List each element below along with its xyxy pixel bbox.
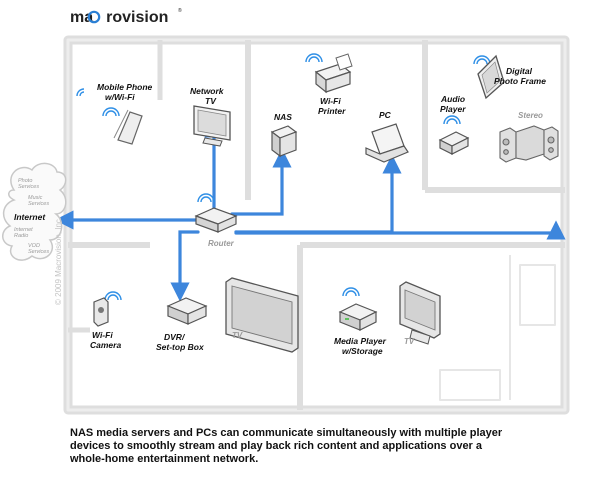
arrow-dvr bbox=[170, 230, 200, 302]
svg-text:Mobile Phone: Mobile Phone bbox=[97, 82, 153, 92]
stereo-device: Stereo bbox=[499, 111, 559, 163]
svg-text:Services: Services bbox=[28, 201, 49, 207]
media-player-device: Media Player w/Storage bbox=[334, 287, 387, 356]
svg-text:VOD: VOD bbox=[28, 243, 40, 249]
svg-text:Music: Music bbox=[28, 195, 43, 201]
caption-line: devices to smoothly stream and play back… bbox=[70, 440, 483, 452]
audio-player-icon bbox=[438, 131, 470, 155]
network-tv-device: Network TV bbox=[190, 86, 231, 147]
svg-text:Player: Player bbox=[440, 104, 466, 114]
logo-o-ring-icon bbox=[87, 10, 101, 24]
pc-device: PC bbox=[365, 110, 409, 163]
mobile-phone-icon bbox=[117, 111, 143, 145]
router-device: Router bbox=[194, 193, 238, 248]
internet-label: Internet bbox=[14, 212, 46, 222]
svg-text:DVR/: DVR/ bbox=[164, 332, 186, 342]
dvr-device: DVR/ Set-top Box bbox=[156, 297, 208, 352]
svg-text:Stereo: Stereo bbox=[518, 111, 543, 120]
svg-text:w/Wi-Fi: w/Wi-Fi bbox=[105, 92, 135, 102]
wifi-icon bbox=[443, 115, 461, 125]
arrow-nas bbox=[230, 148, 292, 216]
dvr-icon bbox=[166, 297, 208, 325]
room-tv-device: TV bbox=[399, 281, 441, 346]
stereo-icon bbox=[499, 125, 559, 163]
laptop-icon bbox=[365, 123, 409, 163]
svg-text:Camera: Camera bbox=[90, 340, 121, 350]
svg-text:Internet: Internet bbox=[14, 227, 33, 233]
svg-text:Services: Services bbox=[18, 184, 39, 190]
audio-player-device: Audio Player bbox=[438, 94, 470, 155]
nas-icon bbox=[270, 125, 298, 158]
tv-icon bbox=[225, 277, 299, 353]
svg-text:Services: Services bbox=[28, 249, 49, 255]
mobile-phone-device: Mobile Phone w/Wi-Fi bbox=[76, 82, 153, 145]
caption-line: whole-home entertainment network. bbox=[70, 453, 259, 465]
svg-text:TV: TV bbox=[232, 331, 243, 340]
wifi-icon bbox=[104, 291, 122, 301]
printer-icon bbox=[314, 53, 353, 94]
diagram-caption: NAS media servers and PCs can communicat… bbox=[70, 427, 540, 466]
nas-device: NAS bbox=[270, 112, 298, 158]
svg-text:w/Storage: w/Storage bbox=[342, 346, 383, 356]
network-arrows bbox=[54, 118, 566, 302]
caption-line: NAS media servers and PCs can communicat… bbox=[70, 427, 503, 439]
arrow-right bbox=[234, 220, 566, 240]
svg-text:TV: TV bbox=[205, 96, 217, 106]
svg-text:Router: Router bbox=[208, 239, 235, 248]
svg-text:Set-top Box: Set-top Box bbox=[156, 342, 205, 352]
media-player-icon bbox=[338, 303, 378, 331]
svg-text:Wi-Fi: Wi-Fi bbox=[92, 330, 113, 340]
svg-text:Network: Network bbox=[190, 86, 225, 96]
svg-text:Photo: Photo bbox=[18, 178, 32, 184]
tv-icon bbox=[399, 281, 441, 345]
svg-text:TV: TV bbox=[404, 337, 415, 346]
wifi-icon bbox=[305, 53, 323, 63]
internet-cloud: Photo Services Music Services Internet I… bbox=[2, 162, 67, 261]
digital-photo-frame-device: Digital Photo Frame bbox=[473, 54, 546, 100]
wifi-icon bbox=[102, 107, 120, 117]
tv-icon bbox=[193, 105, 231, 147]
arrow-pc bbox=[234, 154, 402, 234]
svg-text:Audio: Audio bbox=[440, 94, 465, 104]
wifi-icon bbox=[473, 55, 491, 65]
svg-text:Digital: Digital bbox=[506, 66, 533, 76]
svg-text:Media Player: Media Player bbox=[334, 336, 387, 346]
router-icon bbox=[194, 207, 238, 233]
svg-text:Photo Frame: Photo Frame bbox=[494, 76, 546, 86]
wifi-printer-device: Wi-Fi Printer bbox=[305, 53, 353, 116]
svg-text:PC: PC bbox=[379, 110, 392, 120]
living-room-tv-device: TV bbox=[225, 277, 299, 353]
copyright-notice: © 2009 Macrovision, Inc. bbox=[54, 216, 63, 305]
svg-text:NAS: NAS bbox=[274, 112, 292, 122]
wifi-icon bbox=[76, 88, 85, 97]
svg-text:Printer: Printer bbox=[318, 106, 346, 116]
camera-icon bbox=[93, 297, 109, 327]
trademark: ® bbox=[178, 7, 182, 14]
floorplan-walls bbox=[63, 35, 570, 415]
wifi-camera-device: Wi-Fi Camera bbox=[90, 291, 122, 350]
wifi-icon bbox=[342, 287, 360, 297]
svg-text:Radio: Radio bbox=[14, 233, 28, 239]
svg-text:Wi-Fi: Wi-Fi bbox=[320, 96, 341, 106]
wifi-icon bbox=[197, 193, 215, 203]
